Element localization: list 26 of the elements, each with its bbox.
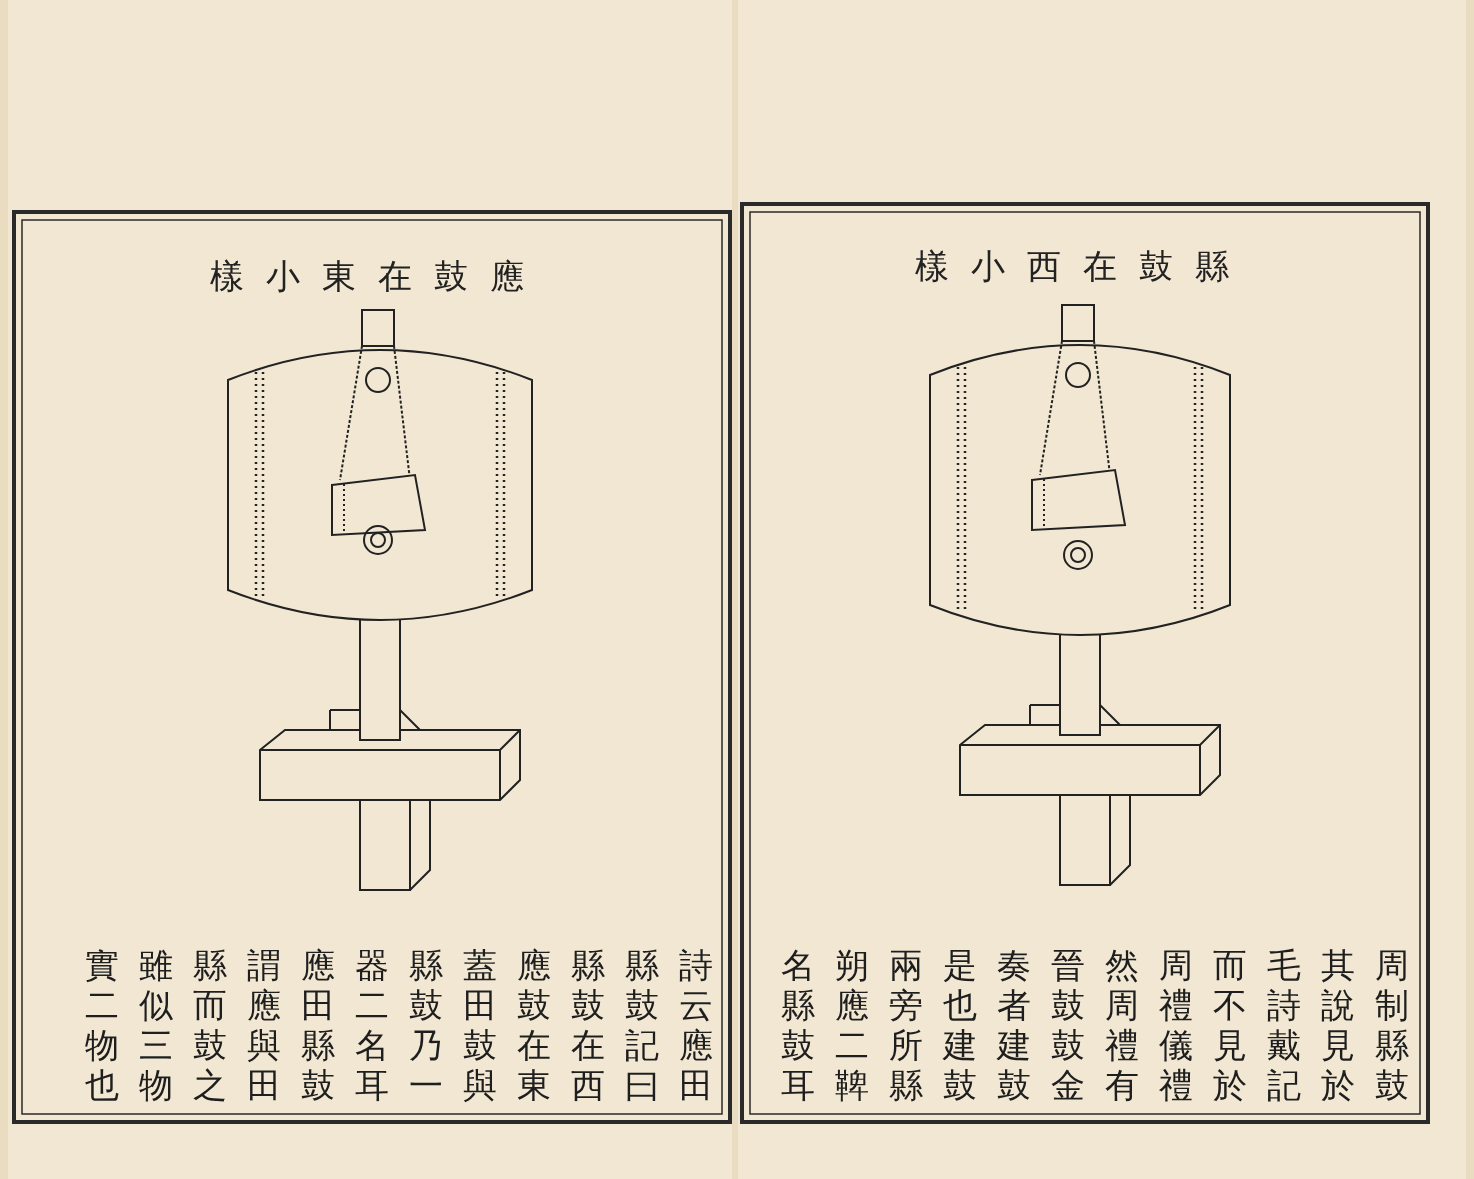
text-column: 朔應二鞞 xyxy=(830,945,874,1105)
text-column: 晉鼓鼓金 xyxy=(1046,945,1090,1105)
text-column: 謂應與田 xyxy=(242,945,286,1105)
text-column: 其說見於 xyxy=(1316,945,1360,1105)
text-column: 名縣鼓耳 xyxy=(776,945,820,1105)
text-column: 縣鼓乃一 xyxy=(404,945,448,1105)
text-column: 應田縣鼓 xyxy=(296,945,340,1105)
text-column: 然周禮有 xyxy=(1100,945,1144,1105)
text-column: 是也建鼓 xyxy=(938,945,982,1105)
text-column: 奏者建鼓 xyxy=(992,945,1036,1105)
text-column: 實二物也 xyxy=(80,945,124,1105)
text-column: 雖似三物 xyxy=(134,945,178,1105)
text-column: 蓋田鼓與 xyxy=(458,945,502,1105)
text-column: 而不見於 xyxy=(1208,945,1252,1105)
drawing-title: 樣小東在鼓應 xyxy=(210,255,546,298)
text-column: 縣而鼓之 xyxy=(188,945,232,1105)
text-column: 毛詩戴記 xyxy=(1262,945,1306,1105)
text-column: 縣鼓記曰 xyxy=(620,945,664,1105)
text-column: 詩云應田 xyxy=(674,945,718,1105)
text-column: 器二名耳 xyxy=(350,945,394,1105)
text-column: 兩旁所縣 xyxy=(884,945,928,1105)
text-column: 周禮儀禮 xyxy=(1154,945,1198,1105)
text-column: 縣鼓在西 xyxy=(566,945,610,1105)
text-column: 周制縣鼓 xyxy=(1370,945,1414,1105)
text-column: 應鼓在東 xyxy=(512,945,556,1105)
drawing-title: 樣小西在鼓縣 xyxy=(915,245,1251,288)
